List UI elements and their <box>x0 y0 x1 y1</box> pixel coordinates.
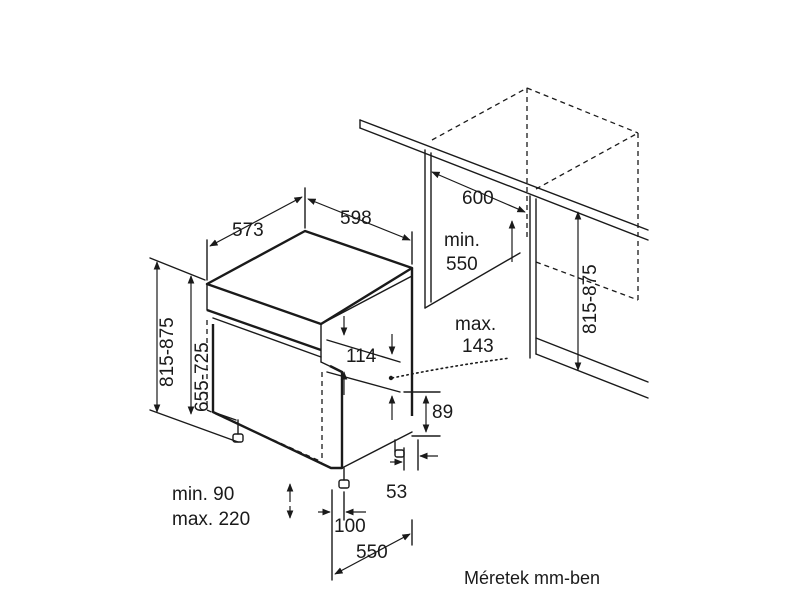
niche-outline <box>359 119 649 399</box>
dim-foot-offset <box>390 439 438 471</box>
label-front-gap: 114 <box>346 346 377 367</box>
dishwasher-body <box>205 229 414 489</box>
dim-plinth-height <box>403 391 441 437</box>
label-max-value: 143 <box>462 336 494 357</box>
dim-max-143 <box>388 357 511 381</box>
label-foot-offset: 53 <box>386 482 407 503</box>
foot-front-right <box>338 479 350 489</box>
dim-depth <box>206 187 306 281</box>
foot-back-right <box>394 449 405 458</box>
dim-width <box>307 198 413 265</box>
label-height-body: 655-725 <box>192 342 213 412</box>
dim-plinth-depth <box>318 489 366 581</box>
label-niche-depth-min: min. <box>444 230 480 251</box>
dim-base-depth <box>334 519 413 575</box>
label-plinth-depth: 100 <box>334 516 366 537</box>
dim-niche-width <box>431 171 526 213</box>
dim-height-total <box>149 257 239 443</box>
label-width: 598 <box>340 208 372 229</box>
label-niche-width: 600 <box>462 188 494 209</box>
label-base-depth: 550 <box>356 542 388 563</box>
label-max: max. <box>455 314 496 335</box>
label-plinth-height: 89 <box>432 402 453 423</box>
label-niche-depth-value: 550 <box>446 254 478 275</box>
niche-dashed-box <box>431 87 639 301</box>
label-plinth-min: min. 90 <box>172 484 234 505</box>
label-plinth-max: max. 220 <box>172 509 250 530</box>
units-note: Méretek mm-ben <box>464 568 600 588</box>
label-height-total: 815-875 <box>157 317 178 387</box>
dim-front-gap <box>326 316 401 420</box>
label-niche-height: 815-875 <box>580 264 601 334</box>
label-depth: 573 <box>232 220 264 241</box>
